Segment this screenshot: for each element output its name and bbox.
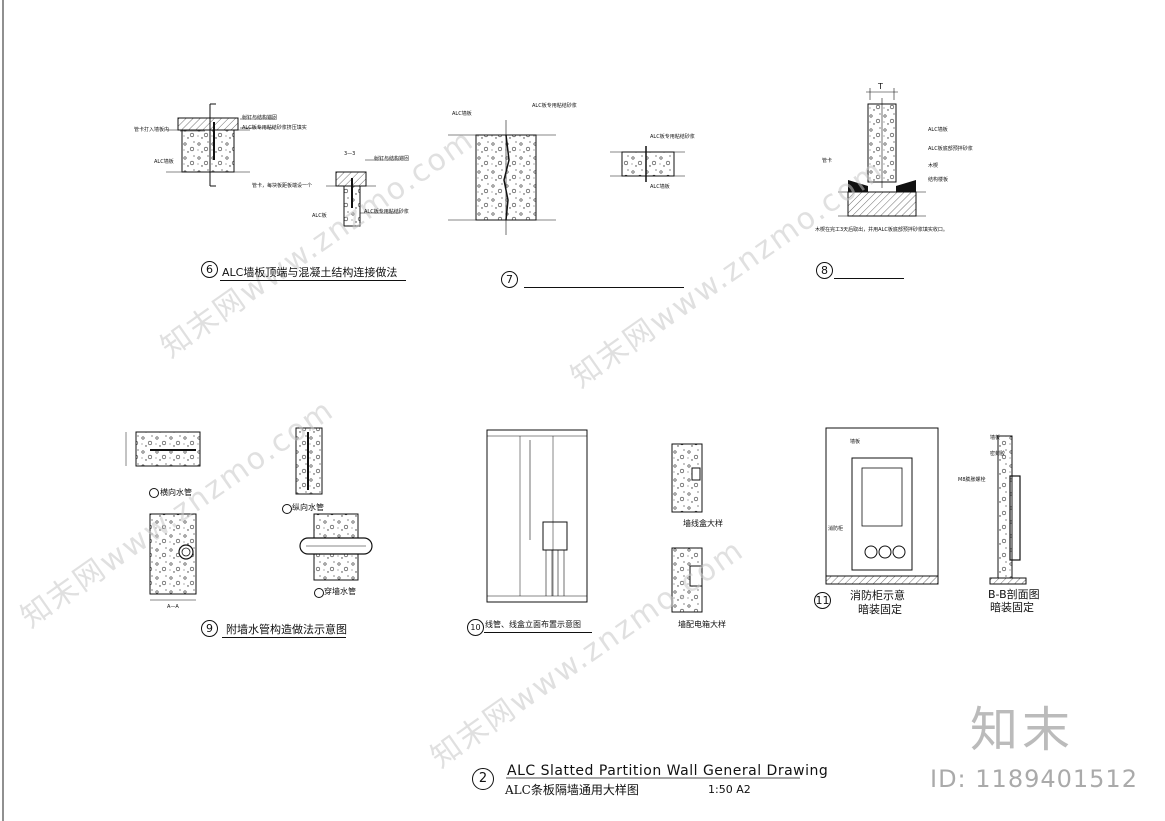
annotation: 管卡打入墙板内 (134, 127, 170, 133)
annotation: ALC板专用粘结砂浆 (532, 103, 577, 109)
annotation: T (878, 82, 883, 91)
annotation: ALC墙板 (452, 111, 472, 117)
detail-9-drawing (125, 427, 373, 601)
sub-caption: 墙线盒大样 (683, 519, 723, 528)
detail-8-drawing (838, 88, 926, 217)
sub-caption: 纵向水管 (292, 503, 324, 512)
annotation: M8膨胀螺栓 (958, 477, 986, 483)
annotation: 射钉与结构锚固 (374, 156, 410, 162)
annotation: ALC板专用粘结砂浆 (650, 134, 695, 140)
detail-10-drawing (486, 429, 703, 613)
annotation: ALC板底部预拌砂浆 (928, 146, 973, 152)
detail-number-8: 8 (816, 262, 833, 279)
caption-underline (222, 637, 346, 638)
sheet-scale: 1:50 A2 (708, 783, 751, 796)
annotation: 木楔在完工3天后取出，并用ALC板底部预拌砂浆填实收口。 (815, 227, 948, 233)
detail-number-10: 10 (467, 619, 484, 636)
caption-underline (834, 278, 904, 279)
detail-number-11: 11 (814, 592, 831, 609)
sub-caption: 墙配电箱大样 (678, 620, 726, 629)
sub-detail-marker (149, 488, 159, 498)
sub-caption: A—A (167, 604, 179, 610)
sheet-title-en: ALC Slatted Partition Wall General Drawi… (507, 763, 829, 779)
annotation: ALC墙板 (650, 184, 670, 190)
detail-number-6: 6 (201, 261, 218, 278)
annotation: 密封胶 (990, 451, 1006, 457)
detail-11-caption: 消防柜示意 (850, 589, 905, 602)
detail-11-drawing (825, 427, 1027, 585)
detail-number-9: 9 (201, 620, 218, 637)
annotation: 射钉与结构锚固 (242, 115, 278, 121)
annotation: ALC板专用粘结砂浆挤压填实 (242, 125, 307, 131)
annotation: 木楔 (928, 163, 939, 169)
annotation: ALC墙板 (928, 127, 948, 133)
detail-number-7: 7 (501, 271, 518, 288)
annotation: 结构楼板 (928, 177, 949, 183)
annotation: 管卡 (822, 158, 833, 164)
watermark-brand: 知末 (970, 702, 1075, 758)
watermark-id: ID: 1189401512 (930, 765, 1138, 793)
annotation: ALC板专用粘结砂浆 (364, 209, 409, 215)
annotation: 墙板 (850, 439, 861, 445)
detail-11-caption-sub: 暗装固定 (858, 603, 902, 616)
annotation: 管卡，每块板距板端设一个 (252, 183, 313, 189)
sub-caption: 横向水管 (160, 488, 192, 497)
detail-10-caption: 线管、线盒立面布置示意图 (485, 620, 581, 629)
detail-6-drawing (166, 103, 400, 227)
detail-9-caption: 附墙水管构造做法示意图 (226, 623, 347, 636)
sheet-number: 2 (472, 768, 494, 790)
sub-detail-marker (282, 504, 292, 514)
sub-caption: 暗装固定 (990, 601, 1034, 614)
annotation: 墙板 (990, 435, 1001, 441)
sub-caption: B-B剖面图 (988, 588, 1040, 601)
detail-7-drawing (448, 120, 685, 235)
caption-underline (484, 632, 592, 633)
sub-caption: 穿墙水管 (324, 587, 356, 596)
detail-6-caption: ALC墙板顶端与混凝土结构连接做法 (222, 266, 398, 279)
caption-underline (524, 287, 684, 288)
annotation: 消防柜 (828, 526, 844, 532)
sub-detail-marker (314, 588, 324, 598)
annotation: ALC板 (312, 213, 327, 219)
caption-underline (220, 280, 406, 281)
annotation: 3—3 (344, 151, 356, 157)
sheet-title-cn: ALC条板隔墙通用大样图 (505, 783, 639, 797)
annotation: ALC墙板 (154, 159, 174, 165)
